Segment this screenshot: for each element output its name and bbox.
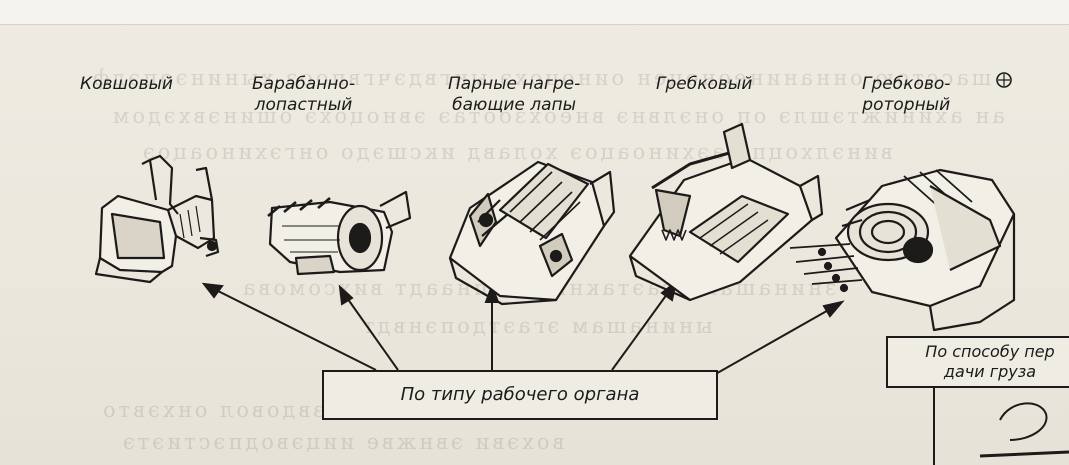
drum-paddle-illustration <box>267 190 412 276</box>
label-kovshovyi: Ковшовый <box>80 74 173 94</box>
arrow-to-lapy <box>484 283 500 370</box>
label-barabanno-lopastnyi: Барабанно- лопастный <box>252 74 355 115</box>
top-strip <box>0 0 1069 25</box>
rake-loader-illustration <box>628 122 824 302</box>
rake-rotor-illustration <box>789 72 1016 332</box>
gathering-arms-illustration <box>448 160 616 306</box>
side-category-box: По способу пер дачи груза <box>886 336 1069 388</box>
arrow-to-barabannyi <box>338 284 399 371</box>
bucket-loader-illustration <box>94 154 220 284</box>
root-category-label: По типу рабочего органа <box>400 384 640 405</box>
root-category-box: По типу рабочего органа <box>322 370 718 420</box>
arrow-to-kovshovyi <box>201 282 377 371</box>
arrow-to-grebkovyi <box>611 279 678 371</box>
partial-illustration-bottom-right <box>933 388 1069 465</box>
label-parnye-lapy: Парные нагре- бающие лапы <box>448 74 581 115</box>
side-category-label: По способу пер дачи груза <box>925 342 1055 381</box>
label-grebkovyi: Гребковый <box>656 74 753 94</box>
label-grebkovo-rotornyi: Гребково- роторный <box>862 74 951 115</box>
arrow-to-rotornyi <box>704 300 845 381</box>
